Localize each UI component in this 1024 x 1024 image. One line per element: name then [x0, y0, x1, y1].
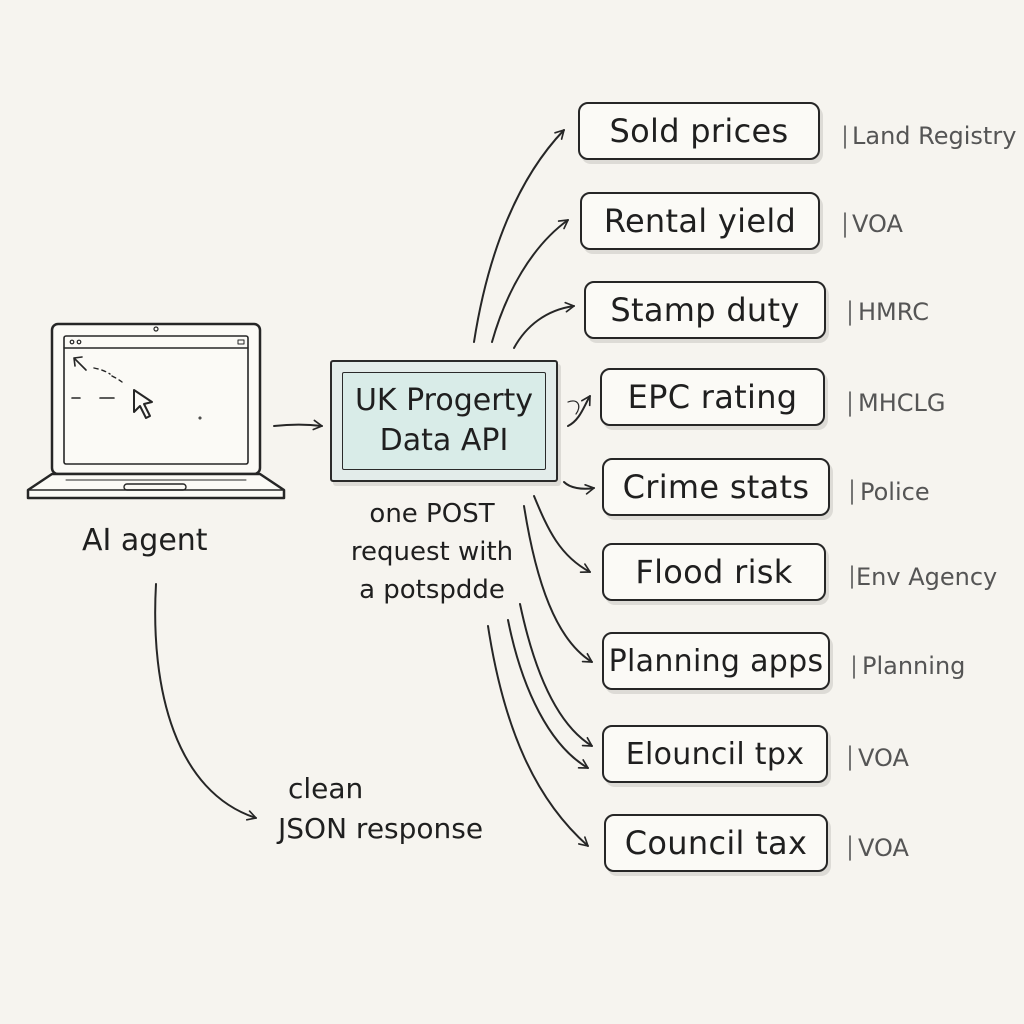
provider-label-council-tax: VOA: [858, 834, 909, 862]
provider-label-elouncil-tpx: VOA: [858, 744, 909, 772]
arrow-crime-stats: [563, 481, 595, 495]
source-box-crime-stats: Crime stats: [602, 458, 830, 516]
arrow-rental-yield: [491, 219, 569, 343]
request-note-line1: one POST: [369, 499, 495, 529]
source-box-epc-rating: EPC rating: [600, 368, 825, 426]
fanout-arrows: [473, 129, 595, 847]
provider-label-flood-risk: Env Agency: [856, 563, 998, 591]
arrow-flood-risk: [533, 495, 591, 573]
request-note-line2: request with: [350, 537, 514, 567]
provider-label-epc-rating: MHCLG: [858, 389, 946, 417]
source-box-sold-prices: Sold prices: [578, 102, 820, 160]
provider-ticks: [844, 125, 855, 861]
cursor-icon: [133, 389, 153, 419]
source-box-stamp-duty: Stamp duty: [584, 281, 826, 339]
source-box-rental-yield: Rental yield: [580, 192, 820, 250]
source-box-planning-apps: Planning apps: [602, 632, 830, 690]
request-note-line3: a potspdde: [359, 575, 505, 605]
response-arrow: [154, 583, 257, 821]
source-box-elouncil-tpx: Elouncil tpx: [602, 725, 828, 783]
arrow-sold-prices: [473, 129, 565, 343]
agent-to-api-arrow: [273, 419, 323, 431]
arrow-elouncil-tpx: [519, 603, 593, 747]
provider-label-planning-apps: Planning: [862, 652, 966, 680]
api-box-inner: UK Progerty Data API: [342, 372, 546, 470]
api-title-line2: Data API: [379, 423, 509, 458]
source-box-council-tax: Council tax: [604, 814, 828, 872]
arrow-council-tax: [487, 625, 589, 847]
source-box-flood-risk: Flood risk: [602, 543, 826, 601]
agent-label: AI agent: [82, 523, 208, 558]
arrow-stamp-duty: [513, 301, 575, 349]
arrow-council-tax-a: [507, 619, 589, 769]
provider-label-crime-stats: Police: [860, 478, 930, 506]
api-box: UK Progerty Data API: [330, 360, 558, 482]
arrow-planning-apps: [523, 505, 593, 663]
request-note: one POST request with a potspdde: [342, 495, 522, 609]
provider-label-stamp-duty: HMRC: [858, 298, 929, 326]
laptop-icon: [26, 322, 286, 500]
response-note-line2: JSON response: [278, 812, 484, 845]
response-note-line1: clean: [288, 772, 364, 805]
provider-label-rental-yield: VOA: [852, 210, 903, 238]
provider-label-sold-prices: Land Registry: [852, 122, 1017, 150]
arrow-epc-rating: [567, 395, 591, 427]
api-title-line1: UK Progerty: [354, 383, 534, 418]
